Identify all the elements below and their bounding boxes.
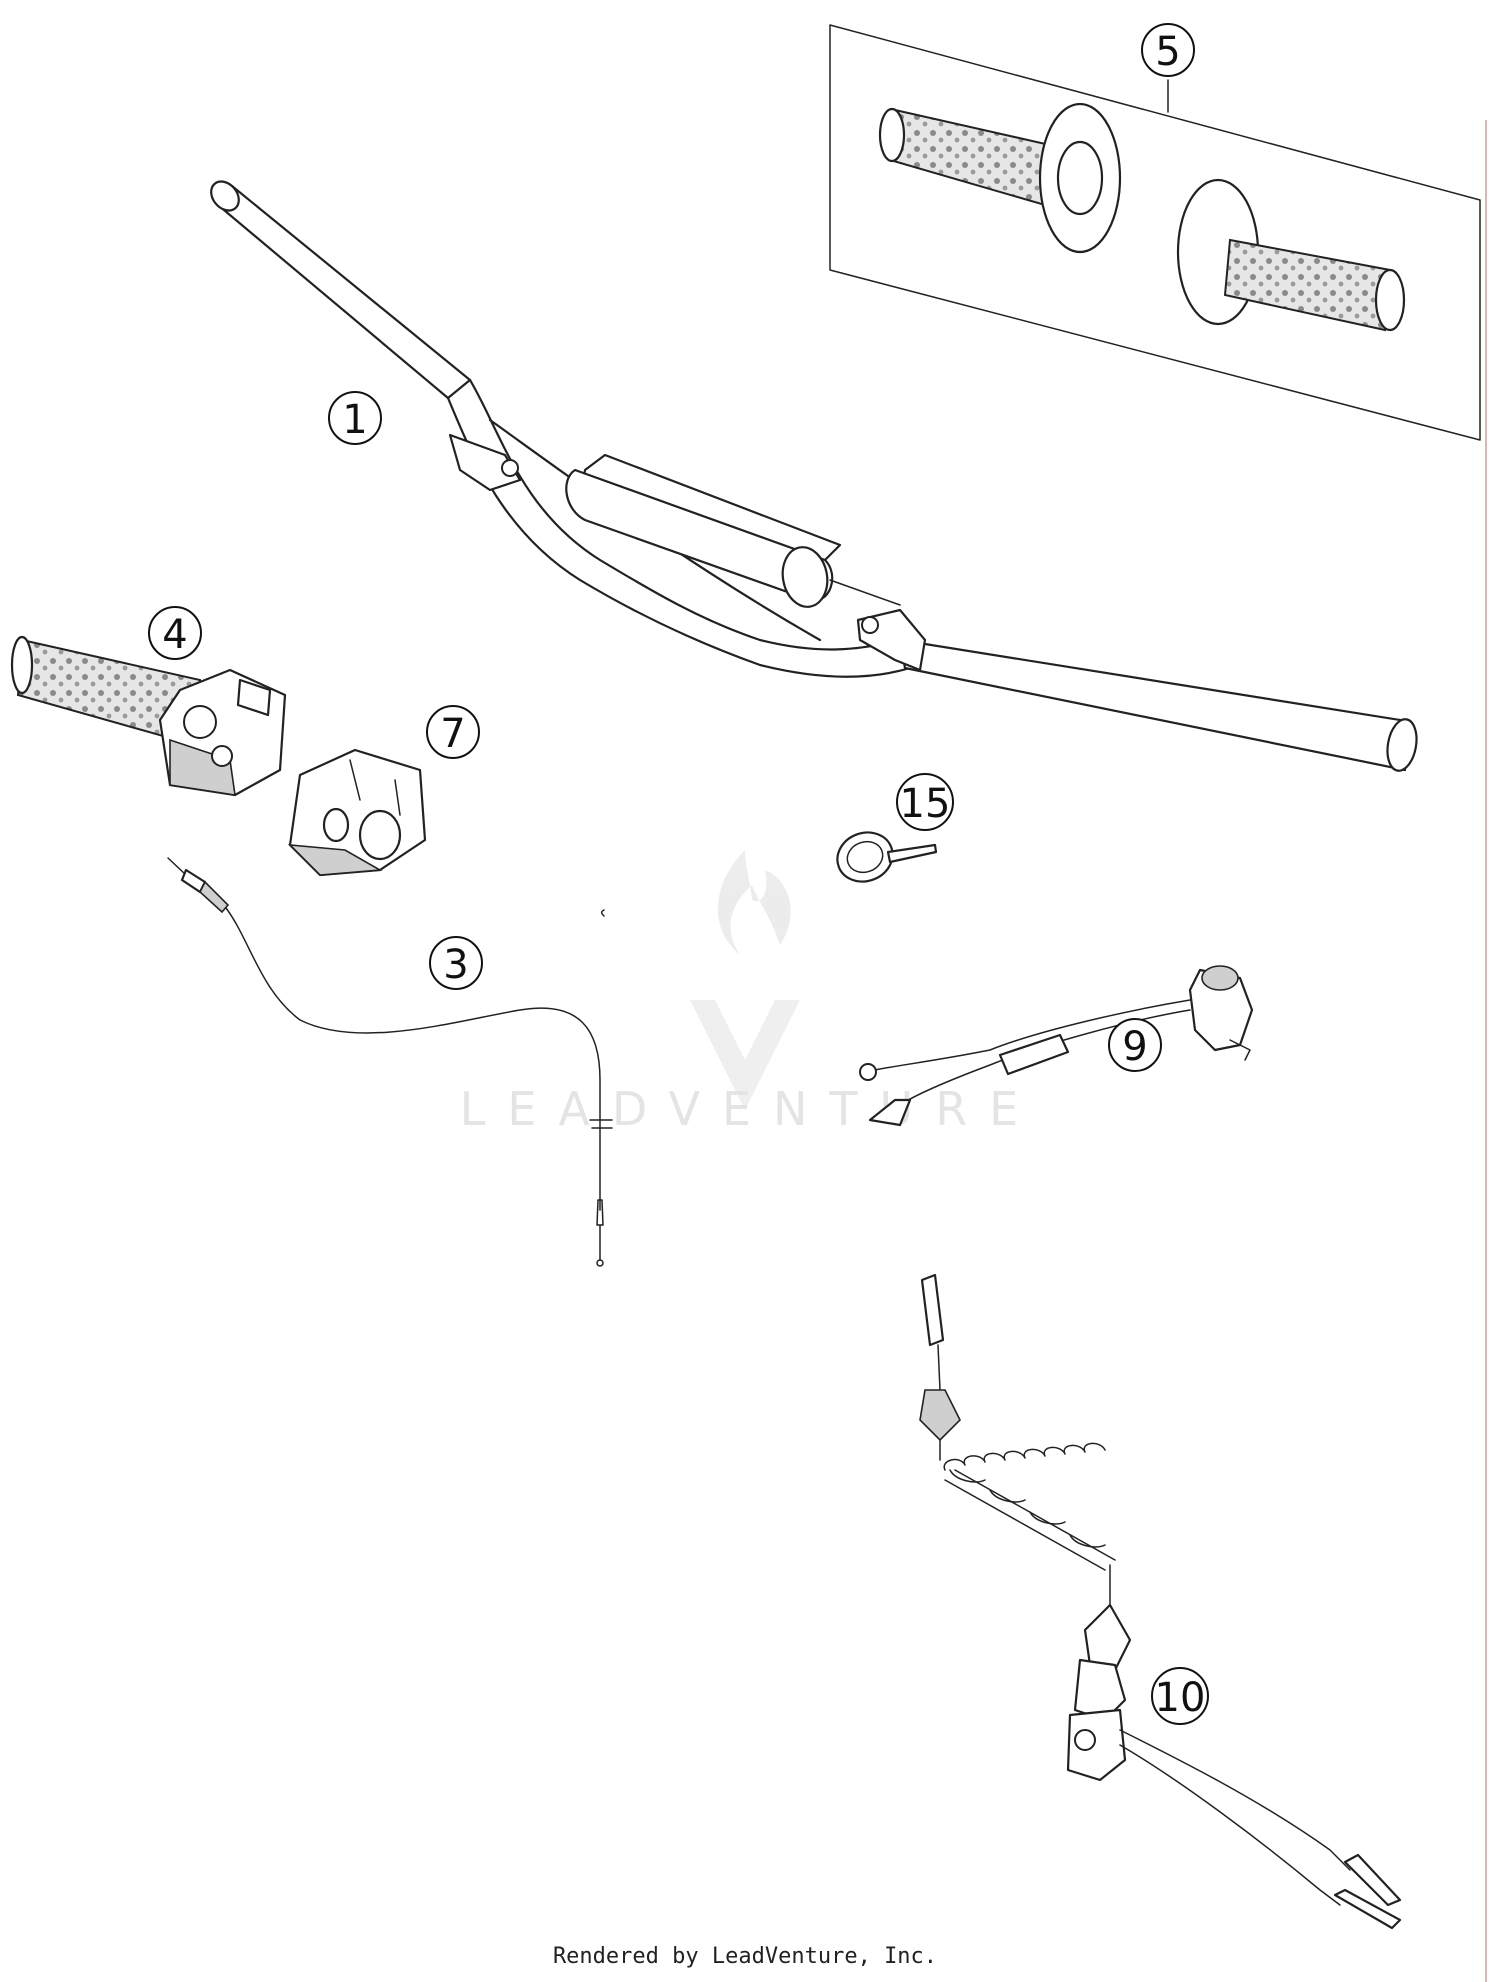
callout-3: 3 (429, 936, 483, 990)
callout-10: 10 (1151, 1667, 1209, 1725)
callout-3-label: 3 (443, 942, 468, 988)
grip-set-box (829, 24, 1481, 441)
callout-5: 5 (1141, 23, 1195, 77)
throttle-cover (287, 748, 427, 877)
throttle-grip (10, 635, 287, 797)
callout-4: 4 (148, 606, 202, 660)
flame-logo-icon (690, 850, 800, 1110)
callout-9-label: 9 (1122, 1024, 1147, 1070)
callout-7-label: 7 (440, 711, 465, 757)
watermark: LEADVENTURE (460, 850, 1041, 1136)
callout-7: 7 (426, 705, 480, 759)
cable-tie (836, 831, 938, 883)
callout-10-label: 10 (1155, 1675, 1206, 1721)
callout-1-label: 1 (342, 397, 367, 443)
emergency-stop-switch (919, 1273, 1402, 1930)
watermark-text: LEADVENTURE (460, 1082, 1041, 1136)
throttle-cable (167, 857, 613, 1267)
footer-credit: Rendered by LeadVenture, Inc. (553, 1944, 937, 1969)
callout-4-label: 4 (162, 612, 187, 658)
left-grip (878, 102, 1122, 254)
kill-switch (859, 965, 1254, 1127)
callout-15: 15 (896, 773, 954, 831)
right-grip (1176, 178, 1406, 332)
handlebar (210, 180, 1418, 772)
callout-9: 9 (1108, 1018, 1162, 1072)
callout-5-label: 5 (1155, 29, 1180, 75)
callout-1: 1 (328, 391, 382, 445)
callout-15-label: 15 (900, 781, 951, 827)
